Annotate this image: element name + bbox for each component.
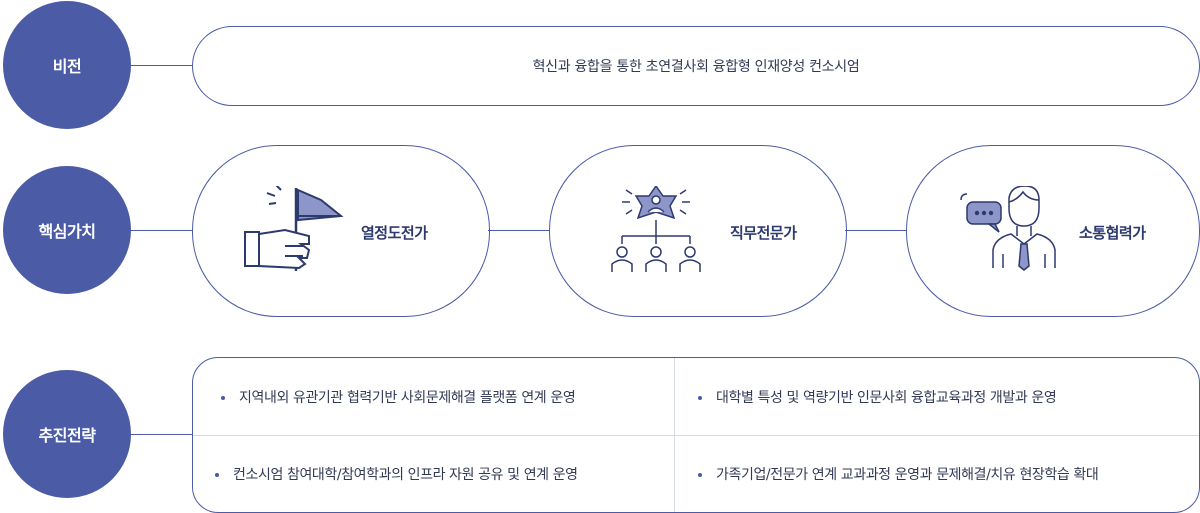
strategy-item-text: 대학별 특성 및 역량기반 인문사회 융합교육과정 개발과 운영 bbox=[716, 390, 1057, 406]
strategy-horizontal-divider bbox=[193, 435, 1199, 436]
strategy-item: 가족기업/전문가 연계 교과과정 운영과 문제해결/치유 현장학습 확대 bbox=[698, 464, 1099, 484]
org-chart-star-icon bbox=[606, 184, 706, 282]
core-value-label-passion: 열정도전가 bbox=[361, 224, 428, 242]
core-values-connector bbox=[131, 230, 192, 231]
core-value-label-communicator: 소통협력가 bbox=[1079, 224, 1146, 242]
core-values-label: 핵심가치 bbox=[38, 222, 96, 241]
strategy-item: 컨소시엄 참여대학/참여학과의 인프라 자원 공유 및 연계 운영 bbox=[215, 464, 578, 484]
strategy-item-text: 컨소시엄 참여대학/참여학과의 인프라 자원 공유 및 연계 운영 bbox=[233, 467, 578, 483]
core-values-link-1 bbox=[488, 230, 549, 231]
bullet-icon bbox=[698, 473, 702, 477]
strategy-circle: 추진전략 bbox=[3, 370, 131, 498]
core-value-card-communicator: 소통협력가 bbox=[906, 145, 1200, 317]
strategy-item-text: 지역내외 유관기관 협력기반 사회문제해결 플랫폼 연계 운영 bbox=[239, 390, 576, 406]
strategy-item-text: 가족기업/전문가 연계 교과과정 운영과 문제해결/치유 현장학습 확대 bbox=[716, 467, 1099, 483]
core-value-card-expert: 직무전문가 bbox=[549, 145, 847, 317]
strategy-item: 대학별 특성 및 역량기반 인문사회 융합교육과정 개발과 운영 bbox=[698, 387, 1057, 407]
bullet-icon bbox=[698, 396, 702, 400]
strategy-connector bbox=[131, 434, 192, 435]
vision-label: 비전 bbox=[52, 57, 82, 76]
core-value-label-expert: 직무전문가 bbox=[730, 224, 797, 242]
strategy-item: 지역내외 유관기관 협력기반 사회문제해결 플랫폼 연계 운영 bbox=[221, 387, 576, 407]
businessman-chat-icon bbox=[959, 185, 1059, 280]
core-values-link-2 bbox=[845, 230, 906, 231]
flag-hand-icon bbox=[241, 183, 351, 275]
vision-circle: 비전 bbox=[3, 1, 131, 129]
core-value-card-passion: 열정도전가 bbox=[192, 145, 490, 317]
vision-text: 혁신과 융합을 통한 초연결사회 융합형 인재양성 컨소시엄 bbox=[532, 59, 860, 75]
vision-pill: 혁신과 융합을 통한 초연결사회 융합형 인재양성 컨소시엄 bbox=[192, 26, 1200, 106]
strategy-label: 추진전략 bbox=[38, 426, 96, 445]
bullet-icon bbox=[221, 396, 225, 400]
vision-connector bbox=[131, 65, 192, 66]
strategy-box: 지역내외 유관기관 협력기반 사회문제해결 플랫폼 연계 운영 대학별 특성 및… bbox=[192, 357, 1200, 513]
core-values-circle: 핵심가치 bbox=[3, 166, 131, 294]
bullet-icon bbox=[215, 473, 219, 477]
